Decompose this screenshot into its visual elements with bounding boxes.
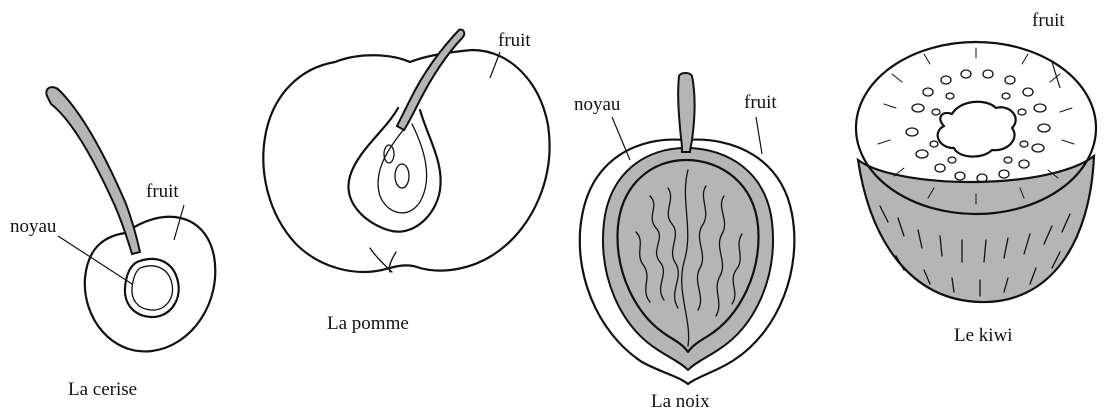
apple-fruit-leader xyxy=(490,52,500,78)
cherry-stem xyxy=(46,87,140,254)
kiwi-seeds xyxy=(906,70,1050,182)
cherry-pit-leader xyxy=(58,236,132,284)
cherry-caption: La cerise xyxy=(68,379,137,400)
kiwi-illustration xyxy=(856,42,1096,302)
cherry-fruit-leader xyxy=(174,205,184,240)
apple-seed xyxy=(395,164,409,188)
cherry-pit-label: noyau xyxy=(10,216,57,237)
apple-stem xyxy=(397,30,464,130)
walnut-fruit-label: fruit xyxy=(744,92,777,113)
cherry-illustration xyxy=(46,87,215,351)
walnut-pit-label: noyau xyxy=(574,94,621,115)
apple-fruit-label: fruit xyxy=(498,30,531,51)
cherry-fruit-label: fruit xyxy=(146,181,179,202)
kiwi-caption: Le kiwi xyxy=(954,325,1013,346)
apple-caption: La pomme xyxy=(327,313,409,334)
walnut-fruit-leader xyxy=(756,117,762,154)
kiwi-fruit-label: fruit xyxy=(1032,10,1065,31)
apple-outline xyxy=(263,50,549,272)
walnut-caption: La noix xyxy=(651,391,710,411)
cherry-pit xyxy=(125,259,179,317)
cherry-pit-inner xyxy=(132,266,173,310)
apple-seed-2 xyxy=(384,145,394,163)
walnut-illustration xyxy=(580,73,795,384)
walnut-stem xyxy=(678,73,694,152)
apple-illustration xyxy=(263,30,549,272)
kiwi-skin xyxy=(858,156,1094,302)
kiwi-center xyxy=(938,102,1016,157)
cherry-flesh xyxy=(85,217,216,352)
apple-seed-chamber xyxy=(378,124,426,213)
